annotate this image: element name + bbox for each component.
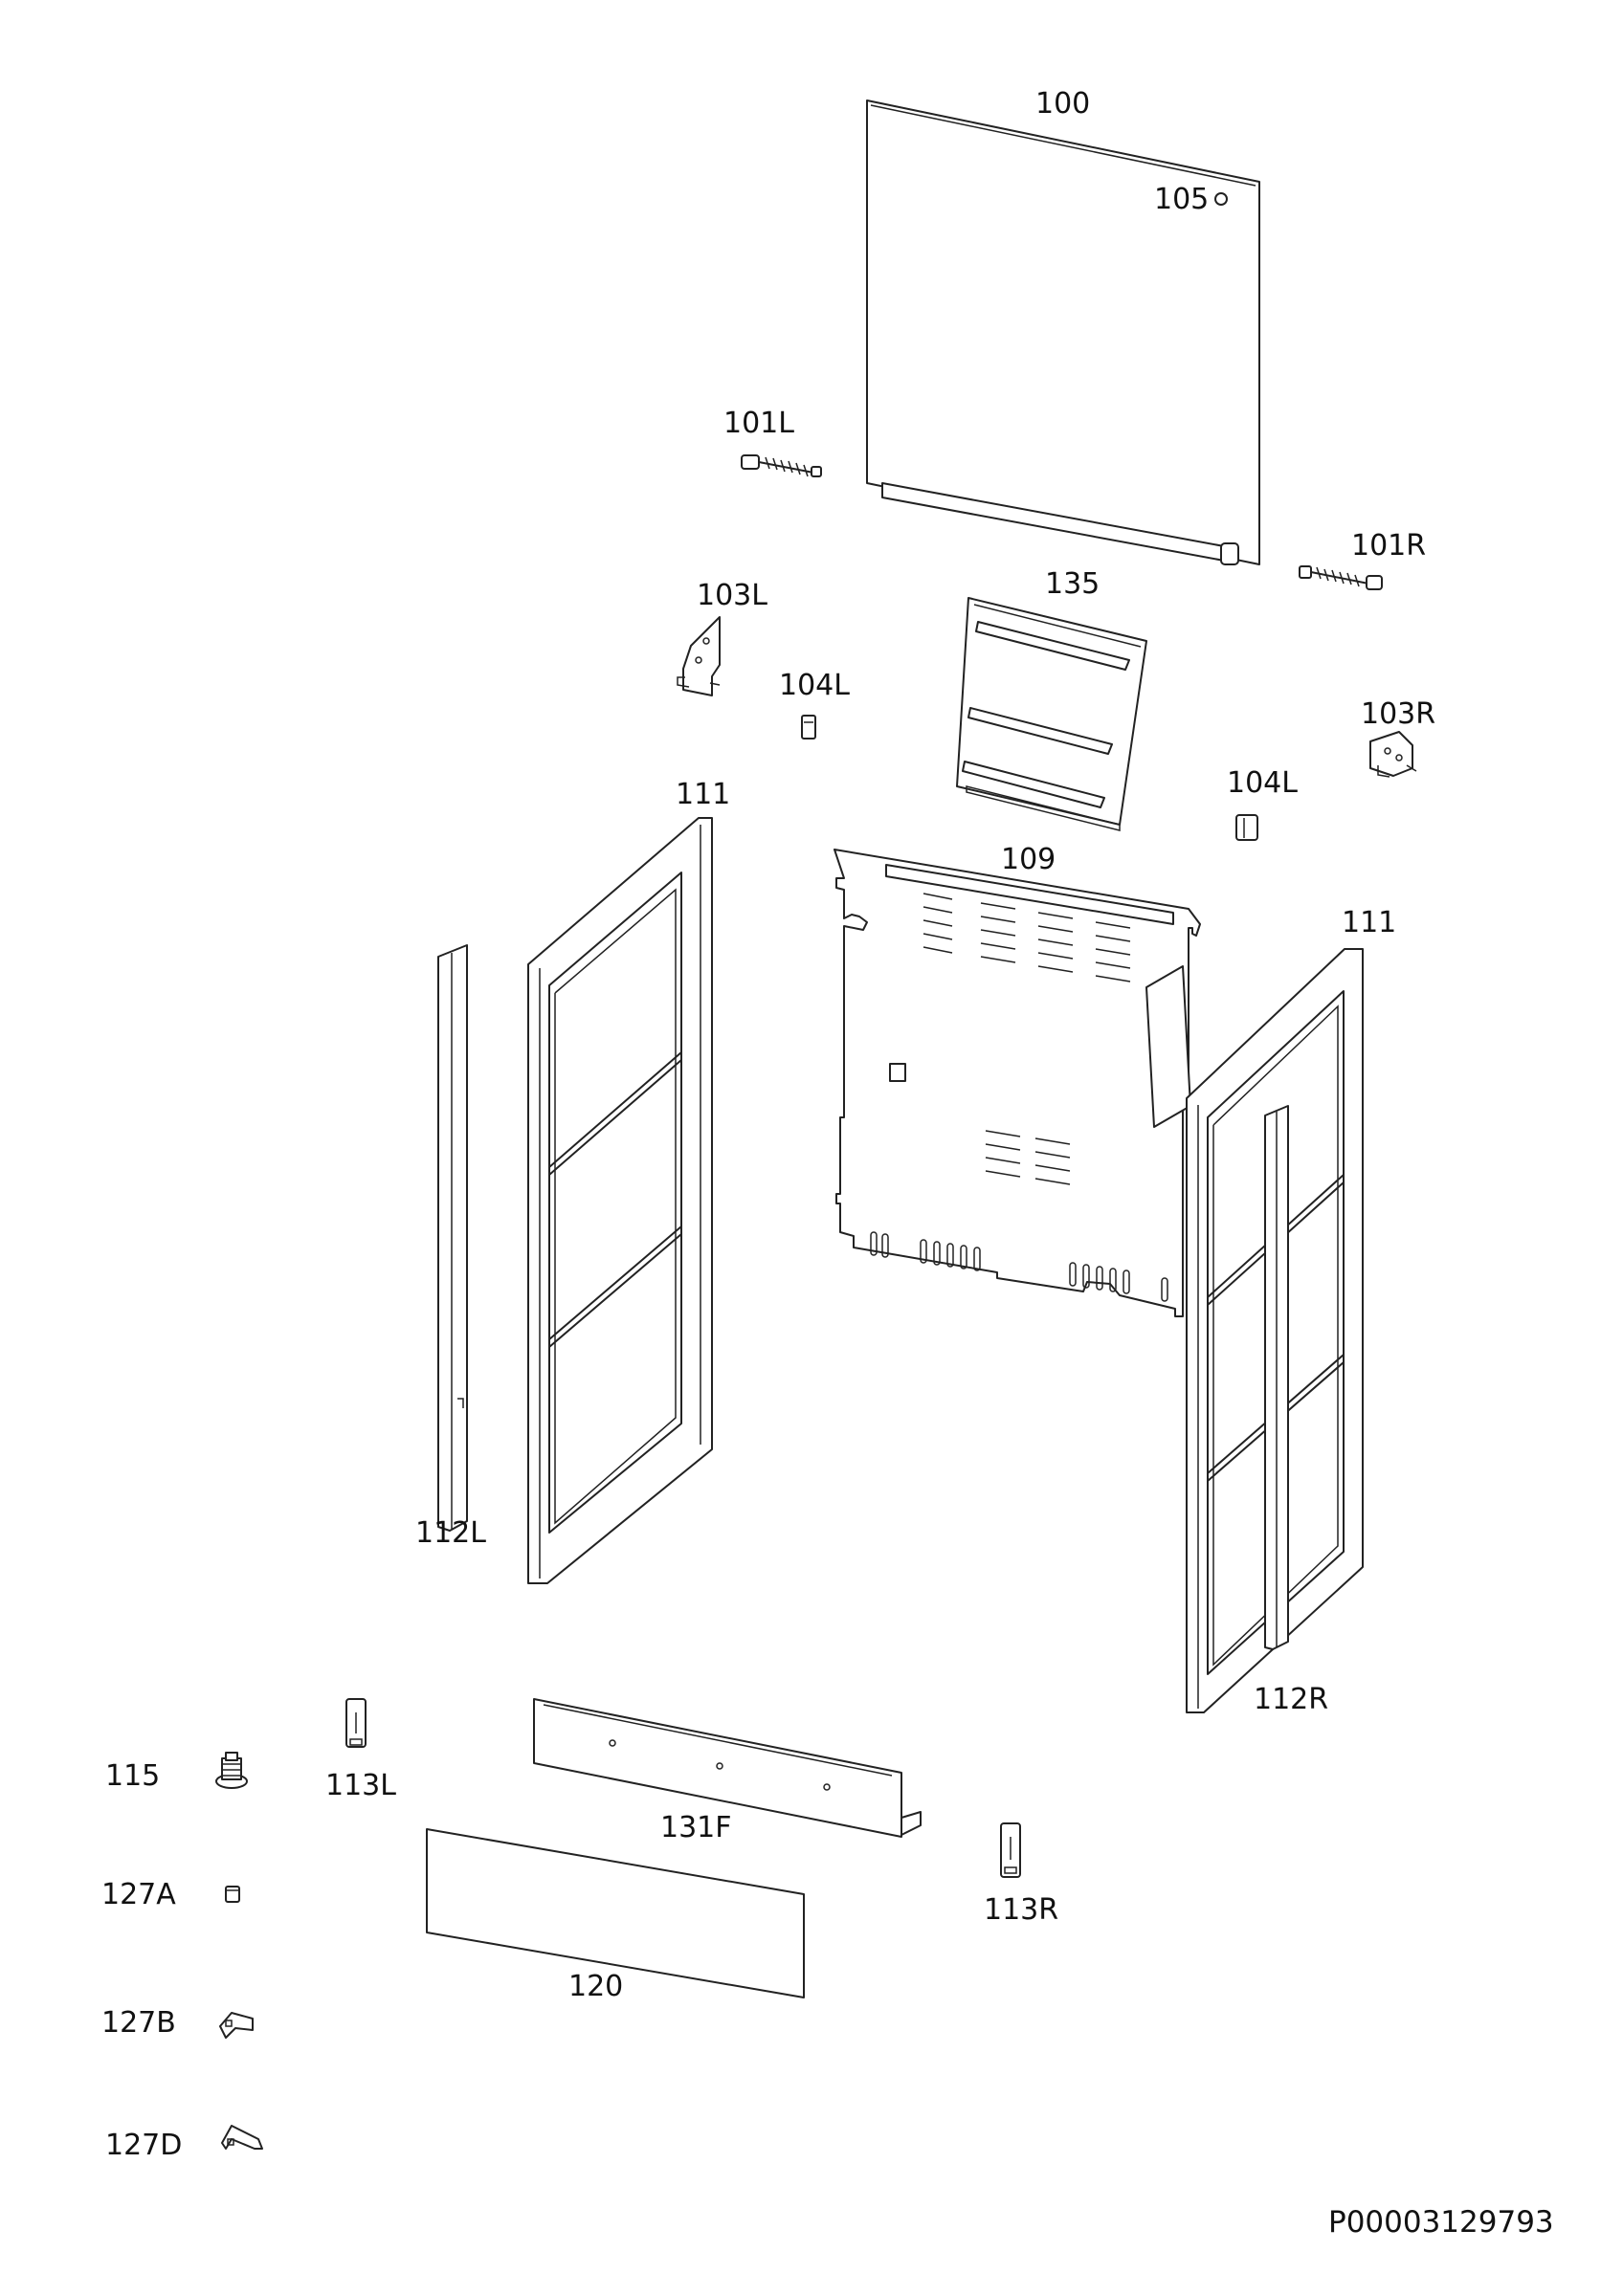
label-100: 100 <box>1035 87 1091 121</box>
document-code: P00003129793 <box>1328 2205 1554 2240</box>
part-135-deflector <box>956 597 1147 831</box>
part-104L-clip-right <box>1235 814 1258 841</box>
part-101R-spring <box>1299 565 1383 590</box>
label-113L: 113L <box>325 1769 396 1802</box>
label-120: 120 <box>568 1970 624 2003</box>
label-111-left: 111 <box>676 778 731 811</box>
label-103R: 103R <box>1361 697 1436 731</box>
part-112R-strip <box>1264 1105 1289 1650</box>
part-120-plinth-panel <box>426 1828 805 1998</box>
label-135: 135 <box>1045 567 1101 601</box>
part-103L-bracket <box>677 616 721 696</box>
part-101L-spring <box>741 454 822 477</box>
label-111-right: 111 <box>1342 906 1397 939</box>
part-100-panel <box>866 99 1260 565</box>
label-104L-right: 104L <box>1227 766 1298 800</box>
label-103L: 103L <box>697 579 767 612</box>
label-101R: 101R <box>1351 529 1427 563</box>
part-127D-clip <box>221 2125 263 2150</box>
part-104L-clip-left <box>801 715 816 740</box>
part-115-foot <box>215 1752 248 1789</box>
part-113R-hinge <box>1000 1822 1021 1878</box>
label-109: 109 <box>1001 843 1056 876</box>
label-131F: 131F <box>660 1811 732 1844</box>
label-127A: 127A <box>101 1878 176 1911</box>
part-111-left-side-frame <box>527 817 713 1584</box>
label-112L: 112L <box>415 1516 486 1550</box>
label-115: 115 <box>105 1759 161 1793</box>
label-113R: 113R <box>984 1893 1059 1927</box>
part-127A-block <box>225 1886 240 1903</box>
label-104L-left: 104L <box>779 669 850 702</box>
label-101L: 101L <box>723 407 794 440</box>
part-113L-hinge <box>345 1698 367 1748</box>
label-127B: 127B <box>101 2006 176 2040</box>
part-112L-strip <box>437 944 468 1532</box>
part-103R-bracket <box>1369 731 1417 778</box>
label-105: 105 <box>1154 183 1210 216</box>
label-112R: 112R <box>1254 1683 1329 1716</box>
label-127D: 127D <box>105 2129 183 2162</box>
part-109-rear-wall <box>834 849 1201 1317</box>
part-127B-clip <box>219 2012 254 2039</box>
part-131F-front-rail <box>533 1698 922 1838</box>
